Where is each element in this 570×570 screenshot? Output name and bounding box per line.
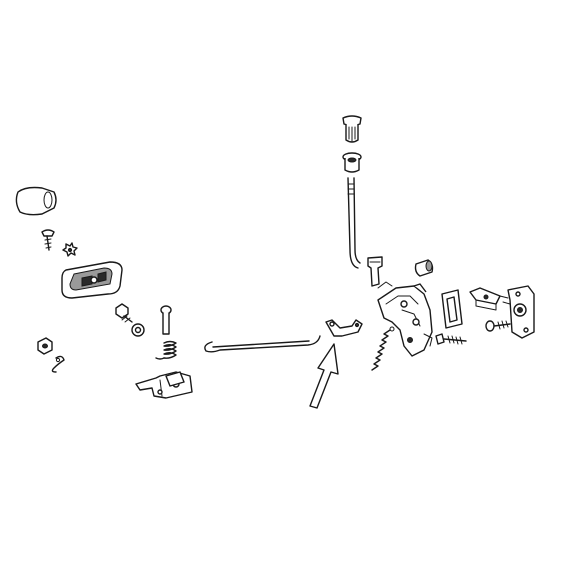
handle-bolt [115, 303, 133, 323]
striker-screw [485, 320, 511, 332]
connecting-rod [204, 335, 321, 353]
handle-bezel [61, 261, 123, 299]
bell-crank-lever [325, 319, 363, 337]
rubber-bumper [414, 259, 434, 277]
latch-assembly [377, 281, 433, 357]
gasket-frame [441, 289, 463, 329]
knob [342, 115, 362, 143]
lock-rod [347, 177, 361, 269]
bezel-cover [15, 186, 57, 216]
latch-spring [371, 326, 395, 371]
star-washer [62, 242, 78, 257]
inside-handle-bracket [135, 371, 193, 399]
handle-spring [155, 340, 177, 360]
rod-clip [367, 256, 383, 287]
striker-plate [499, 285, 535, 339]
pointer-arrow [309, 343, 339, 409]
knob-grommet [342, 152, 362, 173]
hex-nut [37, 337, 53, 355]
handle-pin [160, 305, 172, 335]
latch-screw [435, 333, 467, 345]
retaining-clip [51, 355, 65, 373]
bezel-screw [41, 229, 55, 251]
wedge-block [469, 287, 501, 311]
washer [131, 323, 145, 337]
